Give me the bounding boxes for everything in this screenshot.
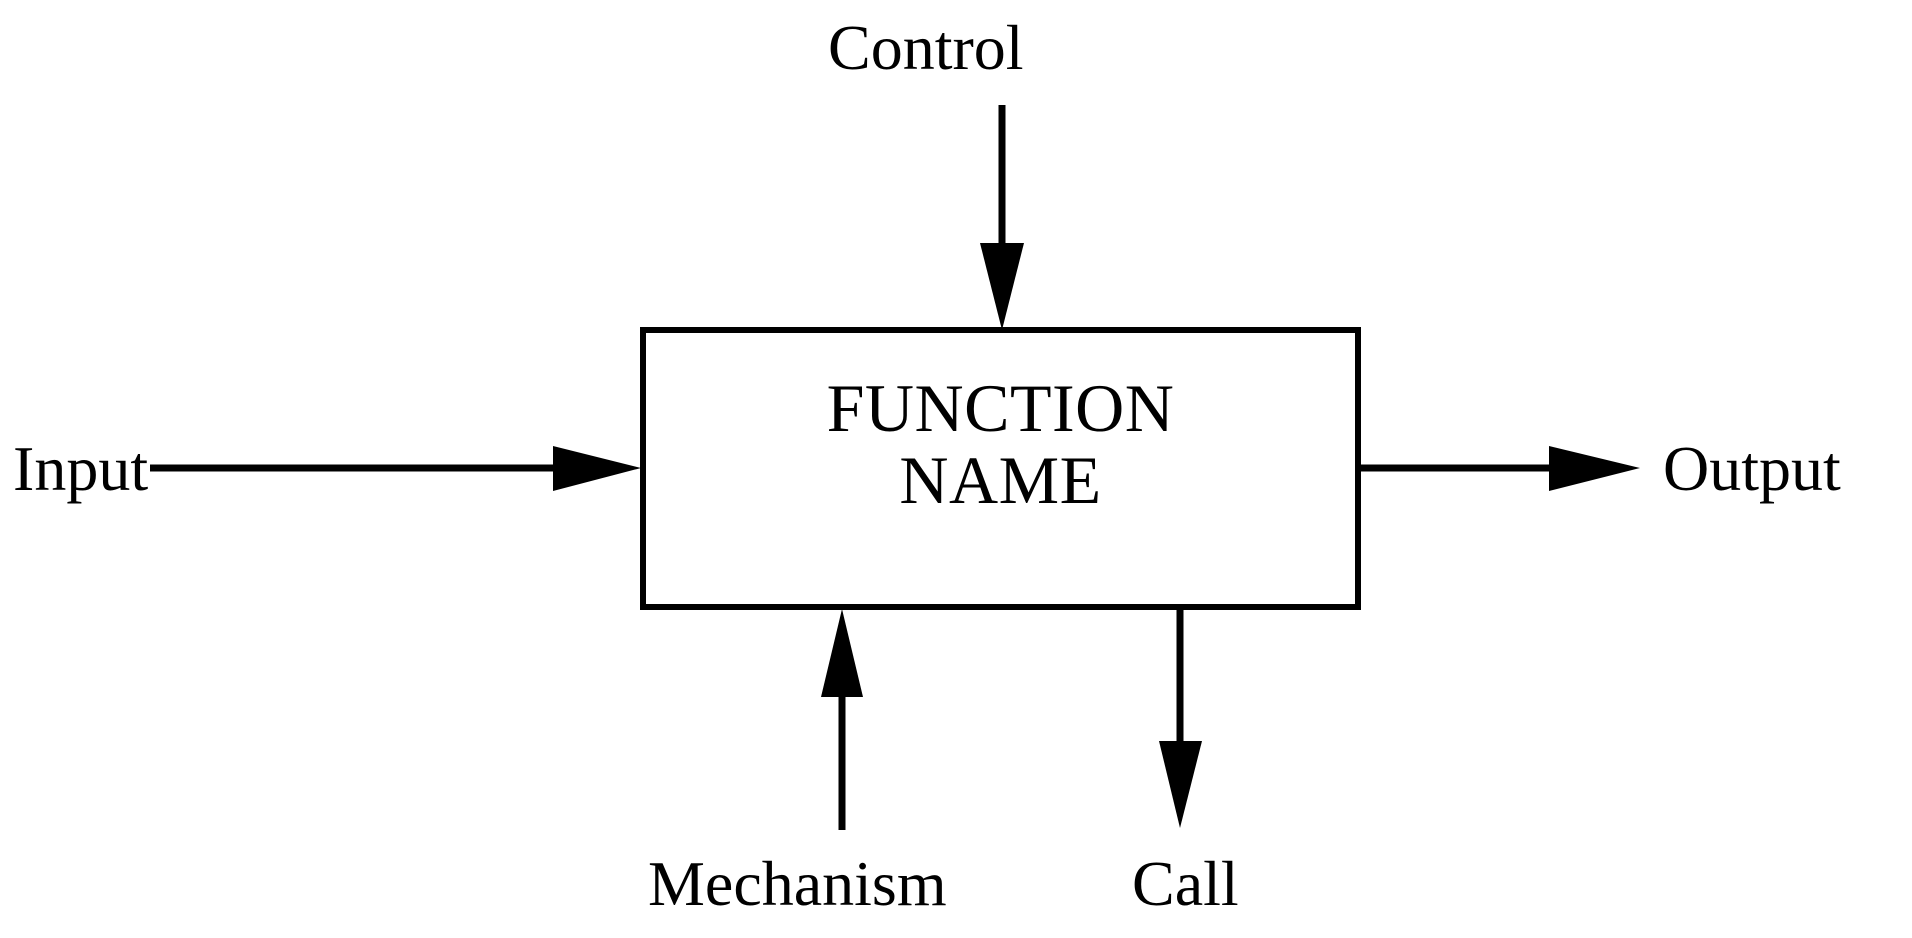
function-box[interactable] xyxy=(640,327,1361,610)
output-arrow-head xyxy=(1549,446,1640,491)
control-label: Control xyxy=(828,12,1024,83)
output-arrow[interactable] xyxy=(1357,446,1640,491)
call-arrow-head xyxy=(1159,741,1202,828)
input-arrow-head xyxy=(553,446,641,491)
input-arrow[interactable] xyxy=(150,446,641,491)
mechanism-label: Mechanism xyxy=(648,848,947,919)
function-box-label: FUNCTION NAME xyxy=(826,370,1175,518)
output-label: Output xyxy=(1663,433,1841,504)
input-label: Input xyxy=(13,433,149,504)
mechanism-arrow-head xyxy=(821,609,863,697)
control-arrow-head xyxy=(980,243,1024,330)
control-arrow[interactable] xyxy=(980,105,1024,330)
call-label: Call xyxy=(1132,848,1239,919)
mechanism-arrow[interactable] xyxy=(821,609,863,830)
call-arrow[interactable] xyxy=(1159,607,1202,828)
